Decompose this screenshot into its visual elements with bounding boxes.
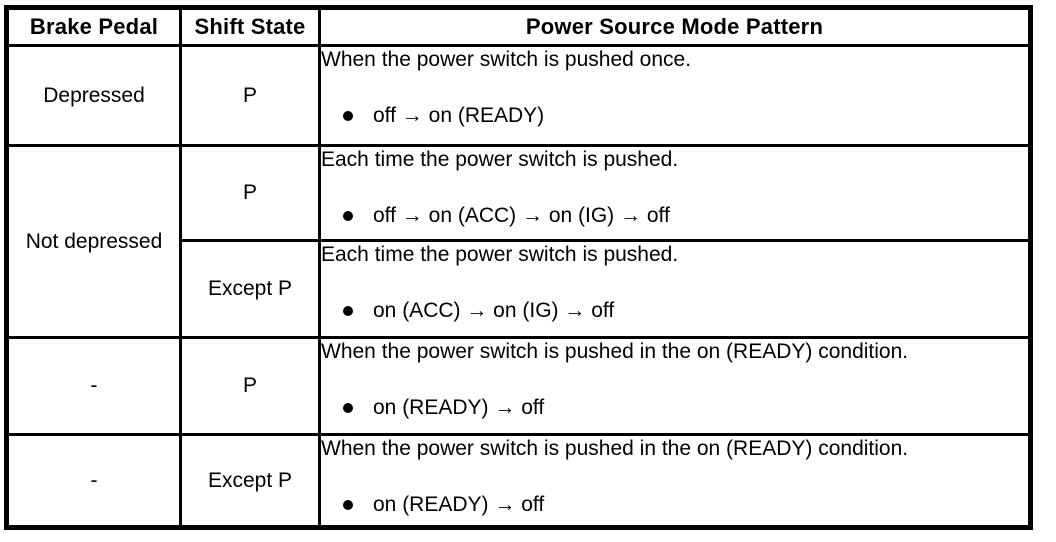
table-row: - P When the power switch is pushed in t…	[5, 336, 1032, 436]
pattern-sequence-line: on (ACC) → on (IG) → off	[321, 298, 1028, 323]
table-row: Not depressed P Each time the power swit…	[5, 144, 1032, 339]
column-header-brake-pedal: Brake Pedal	[5, 6, 182, 47]
column-header-shift-state: Shift State	[179, 6, 321, 47]
brake-pedal-cell: -	[5, 336, 182, 436]
pattern-sequence: on (ACC) → on (IG) → off	[373, 299, 615, 322]
pattern-intro: When the power switch is pushed in the o…	[321, 340, 909, 363]
bullet-icon	[343, 499, 353, 510]
pattern-cell: When the power switch is pushed once. of…	[318, 44, 1032, 147]
pattern-sequence-line: on (READY) → off	[321, 395, 1028, 420]
pattern-sequence: off → on (READY)	[373, 104, 545, 127]
table-row: Depressed P When the power switch is pus…	[5, 44, 1032, 147]
pattern-sequence-line: on (READY) → off	[321, 492, 1028, 517]
bullet-icon	[343, 210, 353, 221]
pattern-sequence: off → on (ACC) → on (IG) → off	[373, 204, 670, 227]
pattern-sequence: on (READY) → off	[373, 396, 545, 419]
pattern-sequence-line: off → on (READY)	[321, 103, 1028, 128]
pattern-intro: Each time the power switch is pushed.	[321, 148, 679, 171]
brake-pedal-cell: Not depressed	[5, 144, 182, 339]
pattern-cell: Each time the power switch is pushed. of…	[318, 144, 1032, 242]
pattern-cell: When the power switch is pushed in the o…	[318, 336, 1032, 436]
pattern-cell: When the power switch is pushed in the o…	[318, 433, 1032, 529]
column-header-power-source-mode-pattern: Power Source Mode Pattern	[318, 6, 1032, 47]
pattern-intro: Each time the power switch is pushed.	[321, 243, 679, 266]
pattern-sequence-line: off → on (ACC) → on (IG) → off	[321, 203, 1028, 228]
bullet-icon	[343, 402, 353, 413]
shift-state-cell: P	[179, 144, 321, 242]
table-row: Except P Each time the power switch is p…	[7, 239, 1032, 339]
brake-pedal-cell: Depressed	[5, 44, 182, 147]
pattern-intro: When the power switch is pushed in the o…	[321, 437, 909, 460]
shift-state-cell: Except P	[179, 433, 321, 529]
brake-pedal-cell: -	[5, 433, 182, 529]
shift-state-cell: Except P	[179, 239, 321, 339]
power-source-mode-table-wrapper: Brake Pedal Shift State Power Source Mod…	[4, 5, 1033, 530]
pattern-cell: Each time the power switch is pushed. on…	[318, 239, 1032, 339]
bullet-icon	[343, 110, 353, 121]
table-row: - Except P When the power switch is push…	[5, 433, 1032, 529]
shift-state-cell: P	[179, 336, 321, 436]
shift-state-cell: P	[179, 44, 321, 147]
pattern-intro: When the power switch is pushed once.	[321, 48, 692, 71]
bullet-icon	[343, 305, 353, 316]
power-source-mode-table: Brake Pedal Shift State Power Source Mod…	[4, 5, 1033, 530]
header-row: Brake Pedal Shift State Power Source Mod…	[5, 6, 1032, 47]
pattern-sequence: on (READY) → off	[373, 493, 545, 516]
